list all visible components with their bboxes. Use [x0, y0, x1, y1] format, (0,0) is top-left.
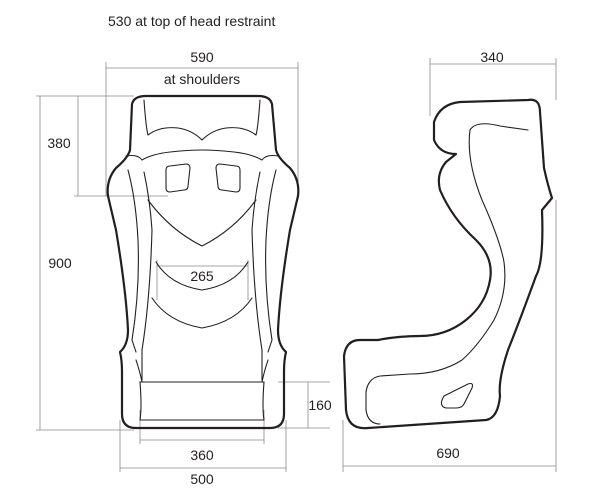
- side-top-depth-label: 340: [480, 49, 504, 65]
- shoulder-width-label: 590: [190, 49, 214, 65]
- total-height-label: 900: [48, 255, 72, 271]
- head-height-label: 380: [47, 135, 71, 151]
- side-harness-slot: [440, 382, 474, 409]
- inner-width-label: 265: [190, 268, 214, 284]
- head-restraint-label: 530 at top of head restraint: [108, 13, 275, 29]
- harness-slot-left: [165, 163, 191, 193]
- seat-front-outline: [106, 94, 300, 430]
- seat-side-outline: [342, 98, 554, 430]
- harness-slot-right: [215, 163, 241, 193]
- dimension-labels: 530 at top of head restraint 590 at shou…: [47, 13, 504, 487]
- overall-depth-label: 690: [436, 445, 460, 461]
- seat-side-view: [342, 98, 554, 430]
- seat-front-view: [106, 94, 300, 430]
- overall-width-label: 500: [190, 471, 214, 487]
- side-height-label: 160: [308, 397, 332, 413]
- seat-base-width-label: 360: [190, 447, 214, 463]
- dimension-lines: [36, 58, 557, 472]
- shoulder-caption-label: at shoulders: [164, 71, 240, 87]
